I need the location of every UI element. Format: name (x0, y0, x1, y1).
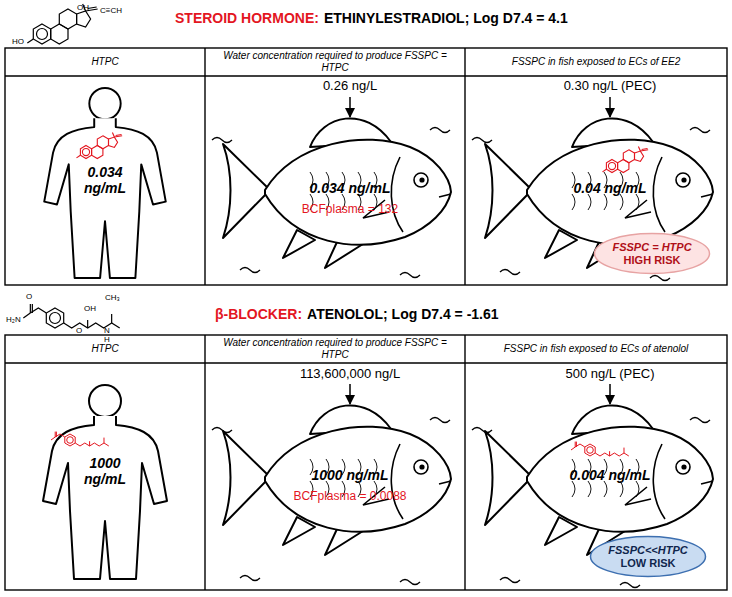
risk-ellipse: FSSPC = HTPCHIGH RISK (593, 232, 711, 275)
water-wave (430, 418, 450, 423)
header-cell: HTPC (5, 335, 205, 363)
water-wave (690, 418, 710, 423)
atom-label: CH₃ (105, 293, 120, 302)
plasma-concentration: 1000 ng/mL (74, 455, 136, 487)
risk-ellipse: FSSPC<<HTPCLOW RISK (589, 535, 707, 578)
water-wave (690, 128, 710, 133)
header-text: Water concentration required to produce … (205, 50, 465, 74)
fish-plasma-concentration: 0.04 ng/mL (573, 180, 646, 196)
water-wave (400, 580, 420, 585)
water-wave (472, 138, 492, 143)
plasma-concentration: 0.034 ng/mL (74, 164, 136, 196)
panel-title: ETHINYLESTRADIOL; Log D7.4 = 4.1 (324, 10, 568, 26)
header-text: FSSPC in fish exposed to ECs of atenolol (500, 343, 693, 355)
header-text: FSSPC in fish exposed to ECs of EE2 (508, 56, 684, 68)
atom-label: H (104, 335, 110, 344)
risk-level: HIGH RISK (612, 254, 691, 267)
header-cell: Water concentration required to produce … (205, 48, 465, 76)
header-text: Water concentration required to produce … (205, 337, 465, 361)
water-wave (650, 276, 670, 281)
steroid-structure (27, 4, 97, 44)
header-text: HTPC (87, 56, 122, 68)
water-concentration: 113,600,000 ng/L (300, 366, 400, 381)
water-wave (620, 583, 640, 588)
water-concentration: 500 ng/L (PEC) (565, 366, 654, 381)
bcf-value: BCFplasma = 0.0088 (293, 489, 406, 503)
atom-label: O (26, 292, 32, 301)
atom-label: H₂N (6, 315, 21, 324)
panel-title: β-BLOCKER: (215, 306, 302, 322)
table-cell: 0.26 ng/L 0.034 ng/mL BCFplasma = 132 (205, 76, 465, 285)
table-cell: 1000 ng/mL (5, 363, 205, 590)
risk-equation: FSSPC<<HTPC (608, 544, 687, 557)
water-wave (240, 268, 260, 273)
panel-title: ATENOLOL; Log D7.4 = -1.61 (307, 306, 499, 322)
atom-label: HO (12, 37, 24, 46)
water-wave (212, 428, 232, 433)
steroid-structure (76, 133, 122, 159)
fish-plasma-concentration: 0.034 ng/mL (310, 180, 391, 196)
fish-plasma-concentration: 0.004 ng/mL (570, 467, 651, 483)
water-wave (430, 128, 450, 133)
fish-plasma-concentration: 1000 ng/mL (311, 467, 388, 483)
header-cell: Water concentration required to produce … (205, 335, 465, 363)
atom-label: C≡CH (100, 6, 122, 15)
water-wave (240, 576, 260, 581)
table-cell: 500 ng/L (PEC) 0.004 ng/mL FSSPC<<HTPCLOW … (465, 363, 727, 590)
water-wave (472, 428, 492, 433)
atom-label: N (104, 326, 110, 335)
bcf-value: BCFplasma = 132 (302, 202, 398, 216)
atom-label: OH (84, 304, 96, 313)
steroid-structure (602, 147, 648, 173)
water-concentration: 0.26 ng/L (323, 78, 377, 93)
water-wave (500, 578, 520, 583)
atom-label: OH (77, 3, 89, 12)
atenolol-structure (571, 442, 629, 456)
atenolol-structure (51, 432, 109, 446)
panel-title: STEROID HORMONE: (175, 10, 319, 26)
risk-equation: FSSPC = HTPC (612, 241, 691, 254)
risk-level: LOW RISK (608, 557, 687, 570)
table-cell: 0.30 ng/L (PEC) 0.04 ng/mL FSSPC = HTPCHIG… (465, 76, 727, 285)
water-concentration: 0.30 ng/L (PEC) (564, 78, 657, 93)
water-wave (400, 273, 420, 278)
header-cell: FSSPC in fish exposed to ECs of EE2 (465, 48, 727, 76)
water-wave (212, 138, 232, 143)
header-cell: HTPC (5, 48, 205, 76)
table-cell: 113,600,000 ng/L 1000 ng/mL BCFplasma = 0.… (205, 363, 465, 590)
header-text: HTPC (87, 343, 122, 355)
atenolol-structure (23, 304, 119, 328)
table-cell: 0.034 ng/mL (5, 76, 205, 285)
water-wave (500, 270, 520, 275)
atom-label: O (76, 326, 82, 335)
header-cell: FSSPC in fish exposed to ECs of atenolol (465, 335, 727, 363)
